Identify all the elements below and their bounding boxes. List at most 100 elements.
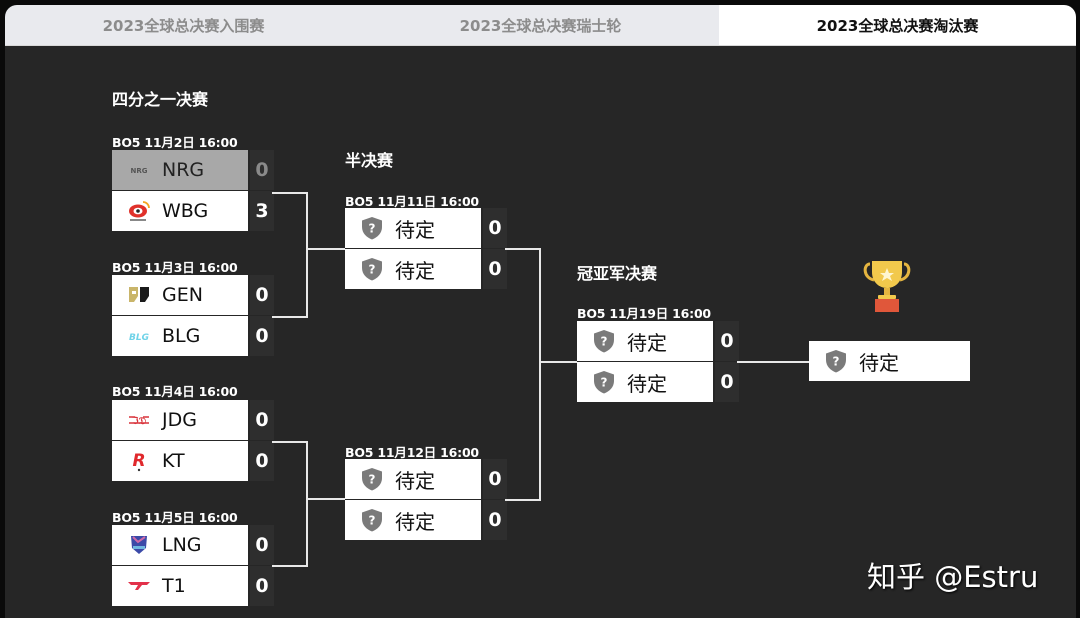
team-name: GEN (162, 284, 203, 306)
jdg-logo-icon: ℑ𝔇 (126, 409, 152, 431)
connector-line (272, 441, 308, 443)
champion-name: 待定 (859, 350, 899, 375)
team-cell[interactable]: 待定 (577, 321, 713, 361)
lng-logo-icon (126, 534, 152, 556)
qf3-team-row[interactable]: ℑ𝔇 JDG 0 (112, 400, 274, 440)
sf1-match-label: BO5 11月11日 16:00 (345, 194, 479, 209)
sf1-team-row[interactable]: 待定 0 (345, 208, 507, 248)
team-name: JDG (162, 409, 197, 431)
bracket-panel: 2023全球总决赛入围赛 2023全球总决赛瑞士轮 2023全球总决赛淘汰赛 四… (5, 5, 1076, 618)
team-name: NRG (162, 159, 205, 181)
tbd-shield-icon (359, 215, 385, 241)
team-name: 待定 (395, 468, 435, 493)
team-score: 0 (250, 525, 274, 565)
sf2-match-label: BO5 11月12日 16:00 (345, 445, 479, 460)
sf2-team-row[interactable]: 待定 0 (345, 500, 507, 540)
connector-line (272, 316, 308, 318)
champion-cell[interactable]: 待定 (809, 341, 970, 381)
final-team-row[interactable]: 待定 0 (577, 362, 739, 402)
connector-line (505, 499, 541, 501)
nrg-logo-icon: NRG (126, 159, 152, 181)
team-score: 0 (483, 500, 507, 540)
trophy-icon (863, 261, 911, 312)
svg-text:ℑ𝔇: ℑ𝔇 (132, 416, 147, 426)
team-score: 0 (715, 362, 739, 402)
tab-play-in[interactable]: 2023全球总决赛入围赛 (5, 5, 362, 46)
team-score: 3 (250, 191, 274, 231)
connector-line (272, 565, 308, 567)
connector-line (306, 441, 308, 567)
team-cell[interactable]: 待定 (577, 362, 713, 402)
connector-line (505, 248, 541, 250)
team-name: 待定 (627, 330, 667, 355)
wbg-logo-icon (126, 200, 152, 222)
connector-line (306, 192, 308, 318)
team-name: 待定 (627, 371, 667, 396)
tbd-shield-icon (591, 369, 617, 395)
svg-text:R: R (132, 451, 145, 471)
team-score: 0 (250, 441, 274, 481)
team-score: 0 (250, 316, 274, 356)
semifinals-title: 半决赛 (345, 151, 394, 170)
team-name: 待定 (395, 217, 435, 242)
team-name: BLG (162, 325, 201, 347)
qf2-match-label: BO5 11月3日 16:00 (112, 260, 238, 275)
qf1-team-row[interactable]: NRG NRG 0 (112, 150, 274, 190)
svg-text:BLG: BLG (129, 333, 149, 342)
final-team-row[interactable]: 待定 0 (577, 321, 739, 361)
svg-text:NRG: NRG (131, 167, 148, 175)
connector-line (539, 361, 577, 363)
team-cell[interactable]: LNG (112, 525, 248, 565)
qf2-team-row[interactable]: BLG BLG 0 (112, 316, 274, 356)
kt-logo-icon: R (126, 450, 152, 472)
tab-knockout-stage[interactable]: 2023全球总决赛淘汰赛 (719, 5, 1076, 46)
connector-line (272, 192, 308, 194)
team-name: WBG (162, 200, 209, 222)
team-cell[interactable]: ℑ𝔇 JDG (112, 400, 248, 440)
qf1-team-row[interactable]: WBG 3 (112, 191, 274, 231)
team-name: 待定 (395, 258, 435, 283)
team-name: LNG (162, 534, 202, 556)
stage-tabs: 2023全球总决赛入围赛 2023全球总决赛瑞士轮 2023全球总决赛淘汰赛 (5, 5, 1076, 46)
team-score: 0 (250, 400, 274, 440)
tbd-shield-icon (359, 256, 385, 282)
watermark: 知乎 @Estru (867, 560, 1039, 594)
gen-logo-icon (126, 284, 152, 306)
team-name: T1 (162, 575, 186, 597)
qf2-team-row[interactable]: GEN 0 (112, 275, 274, 315)
connector-line (306, 498, 345, 500)
t1-logo-icon (126, 575, 152, 597)
team-cell[interactable]: 待定 (345, 208, 481, 248)
qf4-team-row[interactable]: T1 0 (112, 566, 274, 606)
team-cell[interactable]: 待定 (345, 249, 481, 289)
tbd-shield-icon (359, 466, 385, 492)
qf3-team-row[interactable]: R KT 0 (112, 441, 274, 481)
team-cell[interactable]: GEN (112, 275, 248, 315)
team-cell[interactable]: T1 (112, 566, 248, 606)
connector-line (306, 248, 345, 250)
sf1-team-row[interactable]: 待定 0 (345, 249, 507, 289)
team-score: 0 (715, 321, 739, 361)
blg-logo-icon: BLG (126, 325, 152, 347)
team-cell[interactable]: BLG BLG (112, 316, 248, 356)
team-cell[interactable]: 待定 (345, 459, 481, 499)
qf3-match-label: BO5 11月4日 16:00 (112, 384, 238, 399)
tbd-shield-icon (823, 348, 849, 374)
sf2-team-row[interactable]: 待定 0 (345, 459, 507, 499)
connector-line (737, 361, 809, 363)
team-score: 0 (483, 249, 507, 289)
team-cell[interactable]: 待定 (345, 500, 481, 540)
team-score: 0 (250, 275, 274, 315)
team-cell[interactable]: WBG (112, 191, 248, 231)
team-score: 0 (250, 150, 274, 190)
team-cell[interactable]: R KT (112, 441, 248, 481)
qf4-match-label: BO5 11月5日 16:00 (112, 510, 238, 525)
qf4-team-row[interactable]: LNG 0 (112, 525, 274, 565)
connector-line (539, 248, 541, 501)
tab-swiss-stage[interactable]: 2023全球总决赛瑞士轮 (362, 5, 719, 46)
quarterfinals-title: 四分之一决赛 (112, 90, 209, 109)
final-title: 冠亚军决赛 (577, 264, 658, 283)
tbd-shield-icon (359, 507, 385, 533)
team-cell[interactable]: NRG NRG (112, 150, 248, 190)
team-name: KT (162, 450, 185, 472)
